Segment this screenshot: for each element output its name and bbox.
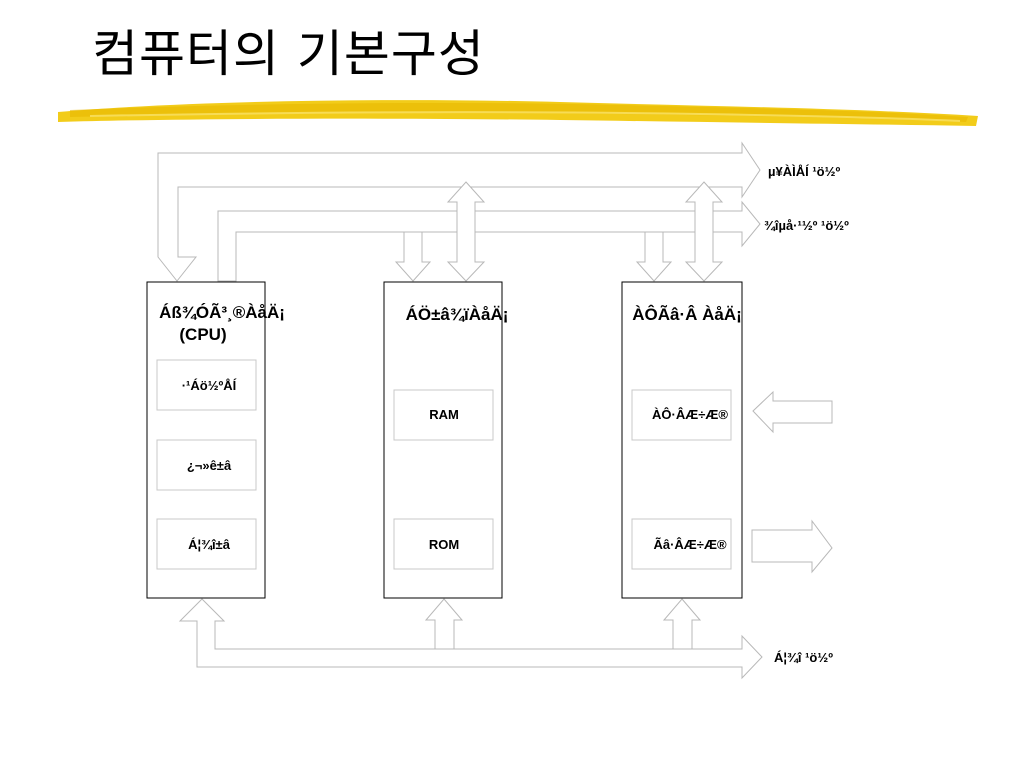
data-bus-arrow <box>157 141 761 282</box>
address-to-memory-arrow <box>394 231 432 282</box>
memory-component-label: ROM <box>429 537 459 552</box>
control-bus-label: Á¦¾î ¹ö½º <box>774 650 833 665</box>
address-bus-arrow <box>217 200 761 282</box>
control-bus-arrow <box>178 598 763 680</box>
data-bus-label: µ¥ÀÌÅÍ ¹ö½º <box>768 164 840 179</box>
cpu-component-label: ¿¬»ê±â <box>187 458 232 473</box>
data-memory-double-arrow <box>446 181 486 282</box>
cpu-component-register <box>156 359 257 411</box>
memory-component-label: RAM <box>429 407 459 422</box>
cpu-title: Áß¾ÓÃ³¸®ÀåÄ¡ <box>159 302 285 322</box>
control-io-arrow <box>662 598 702 650</box>
io-component-label: Ãâ·ÂÆ÷Æ® <box>653 537 726 552</box>
address-to-io-arrow <box>635 231 673 282</box>
data-io-double-arrow <box>684 181 724 282</box>
control-memory-arrow <box>424 598 464 650</box>
cpu-component-label: ·¹Áö½ºÅÍ <box>182 378 237 393</box>
io-title: ÀÔÃâ·Â ÀåÄ¡ <box>632 304 742 324</box>
cpu-component-control <box>156 518 257 570</box>
memory-component-rom <box>393 518 494 570</box>
address-bus-label: ¾îµå·¹½º ¹ö½º <box>764 218 849 233</box>
output-arrow <box>751 519 833 574</box>
cpu-title-abbrev: (CPU) <box>179 325 226 344</box>
io-component-input-port <box>631 389 732 441</box>
io-component-label: ÀÔ·ÂÆ÷Æ® <box>652 407 728 422</box>
cpu-component-alu <box>156 439 257 491</box>
input-arrow <box>752 390 833 434</box>
slide-title: 컴퓨터의 기본구성 <box>92 25 485 83</box>
memory-component-ram <box>393 389 494 441</box>
memory-title: ÁÖ±â¾ïÀåÄ¡ <box>406 305 509 324</box>
title-highlight-stroke <box>58 100 978 126</box>
io-component-output-port <box>631 518 732 570</box>
cpu-component-label: Á¦¾î±â <box>188 537 231 552</box>
